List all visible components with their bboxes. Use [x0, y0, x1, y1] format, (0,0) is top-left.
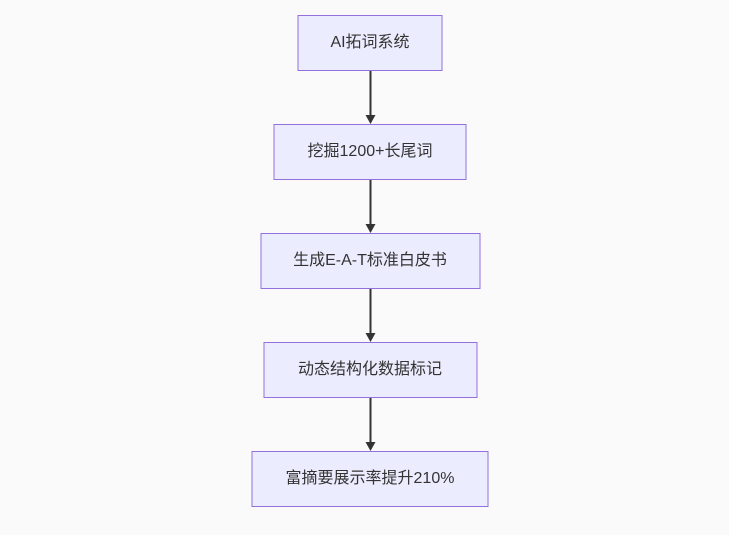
flow-node-longtail-mining: 挖掘1200+长尾词 [273, 124, 467, 180]
arrow-line [369, 289, 371, 333]
arrowhead-down-icon [365, 224, 375, 233]
arrow-line [369, 180, 371, 224]
flow-node-label: 挖掘1200+长尾词 [307, 143, 433, 160]
arrow-line [369, 398, 371, 442]
flow-arrow [365, 398, 375, 451]
flow-node-rich-snippet-result: 富摘要展示率提升210% [251, 451, 489, 507]
arrowhead-down-icon [365, 442, 375, 451]
flowchart: AI拓词系统 挖掘1200+长尾词 生成E-A-T标准白皮书 动态结构化数据标记 [251, 15, 489, 507]
flow-node-label: 生成E-A-T标准白皮书 [293, 252, 447, 269]
arrow-line [369, 71, 371, 115]
flow-node-label: 富摘要展示率提升210% [285, 470, 455, 487]
flow-arrow [365, 71, 375, 124]
arrowhead-down-icon [365, 333, 375, 342]
flow-node-label: AI拓词系统 [330, 34, 410, 51]
flow-node-structured-data: 动态结构化数据标记 [263, 342, 477, 398]
flow-arrow [365, 289, 375, 342]
flow-arrow [365, 180, 375, 233]
flow-node-label: 动态结构化数据标记 [297, 361, 442, 378]
arrowhead-down-icon [365, 115, 375, 124]
flow-node-eat-whitepaper: 生成E-A-T标准白皮书 [260, 233, 480, 289]
flow-node-ai-expansion: AI拓词系统 [297, 15, 443, 71]
